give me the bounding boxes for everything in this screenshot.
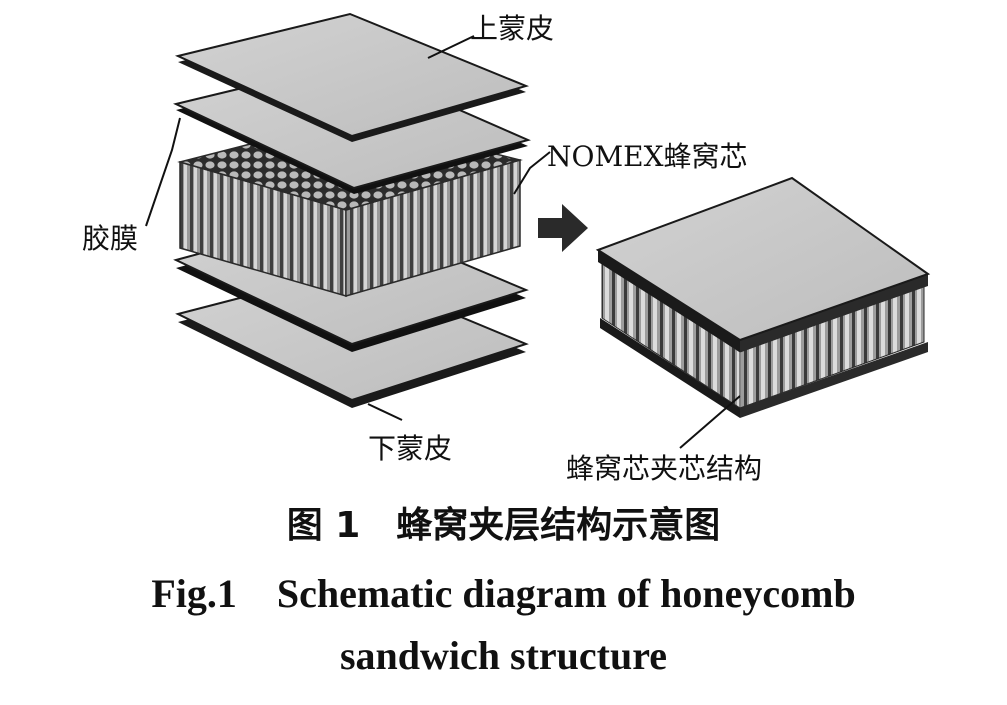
label-lower-skin: 下蒙皮 [368, 432, 452, 465]
upper-skin-leader [427, 35, 475, 59]
caption-chinese: 图 1 蜂窝夹层结构示意图 [286, 505, 721, 546]
caption-english-line-2: sandwich structure [339, 633, 668, 678]
label-core: NOMEX蜂窝芯 [547, 140, 748, 173]
core-leader [513, 151, 551, 195]
assembly-arrow-icon [538, 204, 588, 252]
leader-lines [145, 35, 741, 449]
assembly-leader [679, 395, 741, 449]
lower-skin-leader [367, 403, 403, 421]
label-film: 胶膜 [82, 222, 138, 255]
film-leader [145, 117, 181, 227]
label-upper-skin: 上蒙皮 [470, 12, 554, 45]
caption-english-line-1: Fig.1 Schematic diagram of honeycomb [151, 571, 856, 616]
sandwich-structure-diagram: 上蒙皮 胶膜 NOMEX蜂窝芯 下蒙皮 蜂窝芯夹芯结构 [82, 12, 931, 485]
upper-skin-panel [174, 12, 530, 142]
label-assembly: 蜂窝芯夹芯结构 [566, 452, 762, 485]
assembled-sandwich-structure [595, 176, 931, 418]
